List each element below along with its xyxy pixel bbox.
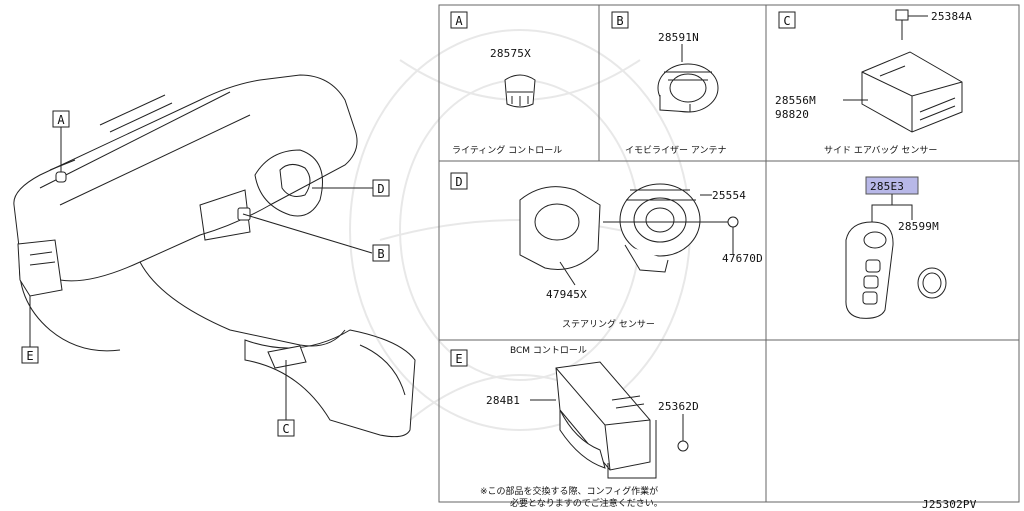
diagram-code: J25302PV [922, 498, 977, 511]
caption-lighting-control: ライティング コントロール [452, 144, 562, 156]
bcm-screw-illustration [677, 414, 689, 452]
steering-angle-sensor-illustration [519, 186, 601, 270]
part-number-284b1: 284B1 [486, 394, 520, 407]
part-number-47670d: 47670D [722, 252, 763, 265]
caption-steering-sensor: ステアリング センサー [562, 318, 655, 330]
overview-leader-lines [29, 127, 373, 420]
intelligent-key-fob-illustration [845, 221, 894, 319]
section-b: B 28591N イモビライザー アンテナ [611, 11, 727, 156]
footnote-line-2: 必要となりますのでご注意ください。 [510, 497, 663, 509]
part-number-28575x: 28575X [490, 47, 531, 60]
svg-text:B: B [377, 247, 384, 261]
footnote-line-1: ※この部品を交換する際、コンフィグ作業が [480, 485, 658, 497]
part-number-25554: 25554 [712, 189, 746, 202]
parts-grid [438, 4, 1020, 503]
callout-d: D [372, 179, 390, 197]
section-a: A 28575X ライティング コントロール [450, 11, 562, 156]
svg-text:C: C [282, 422, 289, 436]
part-number-285e3: 285E3 [870, 180, 904, 193]
part-number-98820: 98820 [775, 108, 809, 121]
svg-text:B: B [616, 14, 623, 28]
section-d: D 47945X 25554 47670D ステアリング センサー [450, 172, 763, 330]
section-key: 285E3 28599M [845, 176, 947, 319]
vehicle-interior-overview [13, 74, 416, 438]
coin-battery-illustration [917, 267, 947, 299]
bolt-illustration [895, 9, 909, 40]
svg-text:D: D [455, 175, 462, 189]
part-number-25362d: 25362D [658, 400, 699, 413]
svg-text:A: A [57, 113, 65, 127]
part-number-28599m: 28599M [898, 220, 939, 233]
svg-text:C: C [783, 14, 790, 28]
bcm-control-unit-illustration [555, 361, 651, 471]
caption-immobilizer-antenna: イモビライザー アンテナ [625, 145, 727, 156]
callout-e: E [21, 346, 39, 364]
lighting-control-switch-illustration [504, 74, 536, 108]
svg-text:D: D [377, 182, 384, 196]
part-number-25384a: 25384A [931, 10, 972, 23]
immobilizer-antenna-illustration [657, 63, 719, 113]
part-number-28556m: 28556M [775, 94, 816, 107]
svg-text:A: A [455, 14, 463, 28]
section-c: C 25384A 28556M 98820 サイド エアバッグ センサー [775, 9, 972, 156]
callout-c: C [277, 419, 295, 437]
caption-bcm-control: BCM コントロール [510, 346, 587, 356]
callout-a: A [52, 110, 70, 128]
spiral-cable-illustration [619, 183, 701, 273]
caption-side-airbag-sensor: サイド エアバッグ センサー [824, 144, 937, 156]
svg-text:E: E [455, 352, 462, 366]
part-number-28591n: 28591N [658, 31, 699, 44]
section-e: E BCM コントロール 284B1 25362D ※この部品を交換する際、コン… [450, 346, 699, 509]
callout-b: B [372, 244, 390, 262]
svg-text:E: E [26, 349, 33, 363]
part-number-47945x: 47945X [546, 288, 587, 301]
screw-illustration [603, 216, 739, 228]
side-airbag-sensor-illustration [861, 51, 963, 133]
